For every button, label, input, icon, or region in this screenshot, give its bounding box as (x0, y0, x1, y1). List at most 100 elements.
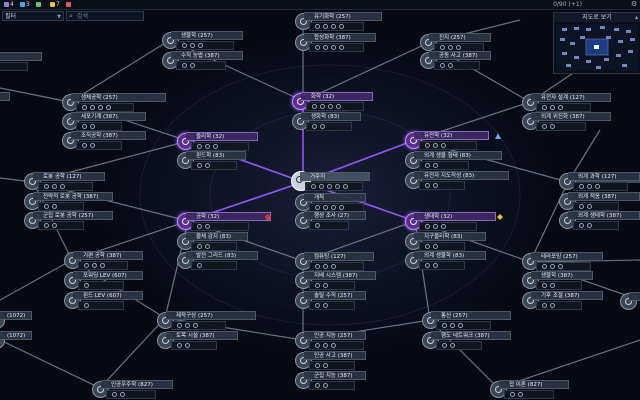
unlock-icons (0, 62, 28, 71)
unlock-icons (78, 281, 124, 290)
unlock-icons (306, 122, 352, 131)
unlock-icons (106, 390, 156, 399)
tech-name: 생태학 (32) (414, 212, 496, 221)
unlock-icons (536, 262, 591, 271)
tech-icon (295, 352, 312, 369)
culture-resource: 4 (4, 0, 14, 9)
tech-name: 전략적 로봇 공학 (387) (33, 192, 113, 201)
tech-name: 행도 네트워크 (387) (431, 331, 511, 340)
tech-name: 행성 조사 (27) (304, 211, 366, 220)
tech-name: 발전 그리드 (83) (186, 251, 258, 260)
minimap-title: 지도로 보기 (554, 13, 640, 22)
unlock-icons (309, 341, 364, 350)
unlock-icons (76, 141, 122, 150)
unlock-icons (171, 341, 217, 350)
search-icon: ⌕ (69, 12, 73, 20)
tech-icon (559, 193, 576, 210)
science-resource: 3 (20, 0, 30, 9)
unlock-icons (573, 221, 619, 230)
tech-name (629, 292, 640, 301)
tech-name: 거주지 (300, 172, 370, 181)
tech-name (0, 92, 10, 101)
tech-name: 핀드학 (83) (186, 151, 246, 160)
unlock-icons (78, 261, 128, 270)
unlock-icons (191, 222, 249, 231)
unlock-icons (419, 261, 465, 270)
science-icon (20, 1, 25, 7)
tech-name: 생화학 (83) (301, 112, 361, 121)
tech-name: 외계 생태학 (387) (568, 211, 640, 220)
unlock-icons (38, 182, 93, 191)
search-row: 필터 ▼ ⌕ (0, 10, 145, 22)
unlock-icons (305, 182, 363, 191)
unlock-icons (191, 261, 237, 270)
tech-name: 핀드 LEV (607) (73, 291, 143, 300)
tech-name: 물리학 (32) (186, 132, 258, 141)
unlock-icons (309, 22, 364, 31)
top-resource-bar: 4 3 7 0/90 (+1) ⚙ (0, 0, 640, 10)
unlock-icons (309, 43, 364, 52)
tech-name: 기편 공학 (387) (73, 251, 143, 260)
unlock-icons (536, 122, 586, 131)
unlock-icons (536, 103, 591, 112)
minimap-panel[interactable]: 지도로 보기 ▴ (553, 12, 640, 74)
tech-name: 물체 감지 (83) (186, 232, 248, 241)
tech-name: 개척 (304, 193, 366, 202)
tech-name: 테라포밍 (257) (531, 252, 603, 261)
tech-name: 진지 (257) (429, 33, 491, 42)
unlock-icons (78, 301, 124, 310)
turn-info: 0/90 (+1) (553, 1, 582, 8)
tech-name: 지배 시스템 (387) (304, 271, 376, 280)
unlock-icons (76, 122, 122, 131)
tech-name: 제작구상 (257) (166, 311, 256, 320)
unlock-icons (436, 341, 482, 350)
minimap-view[interactable] (556, 24, 638, 71)
search-box[interactable]: ⌕ (66, 11, 144, 21)
tech-name: 통신 (257) (431, 311, 511, 320)
unlock-icons (309, 221, 349, 230)
tech-name: 인공 사고 (387) (304, 351, 366, 360)
tech-name: 로봇 공학 (127) (33, 172, 105, 181)
tech-name: 생체공학 (257) (71, 93, 166, 102)
unlock-icons (419, 141, 477, 150)
search-input[interactable] (77, 12, 141, 20)
gear-icon[interactable]: ⚙ (630, 0, 638, 8)
filter-value: 필터 (5, 13, 17, 20)
culture-icon (4, 1, 9, 7)
tech-name (0, 52, 42, 61)
unlock-icons (504, 390, 554, 399)
tech-name: 군집 로봇 공학 (257) (33, 211, 113, 220)
unlock-icons (191, 161, 237, 170)
unlock-icons (419, 222, 477, 231)
unlock-icons (436, 321, 491, 330)
unlock-icons (306, 102, 364, 111)
unlock-icons (419, 181, 465, 190)
tech-name: 수직 농법 (387) (171, 51, 243, 60)
unlock-icons (536, 281, 582, 290)
tech-name: 외계 생물학 (83) (414, 251, 486, 260)
close-icon[interactable]: ▴ (634, 14, 638, 21)
influence-resource (66, 0, 72, 9)
tech-name: 세포기계 (387) (71, 112, 146, 121)
tech-name: 솔릴 수직 (257) (304, 291, 366, 300)
unlock-icons (191, 142, 249, 151)
tech-name: (1072) (0, 331, 32, 340)
unlock-icons (536, 301, 582, 310)
food-resource (36, 0, 42, 9)
filter-dropdown[interactable]: 필터 ▼ (2, 11, 64, 21)
unlock-icons (76, 103, 134, 112)
unlock-icons (309, 281, 355, 290)
unlock-icons (176, 41, 234, 50)
tech-name: 포워딩 LEV (607) (73, 271, 143, 280)
tech-name: 조직공학 (387) (71, 131, 146, 140)
unlock-icons (309, 262, 364, 271)
unlock-icons (309, 361, 355, 370)
chevron-down-icon: ▼ (57, 14, 61, 20)
tech-name: 공동 사고 (387) (429, 51, 491, 60)
tech-name: 군집 지능 (387) (304, 371, 366, 380)
tech-name: 외계 위진화 (387) (531, 112, 611, 121)
tech-name: 기후 조절 (387) (531, 291, 603, 300)
tech-name: 외계 적응 (387) (568, 192, 640, 201)
unlock-icons (38, 202, 84, 211)
